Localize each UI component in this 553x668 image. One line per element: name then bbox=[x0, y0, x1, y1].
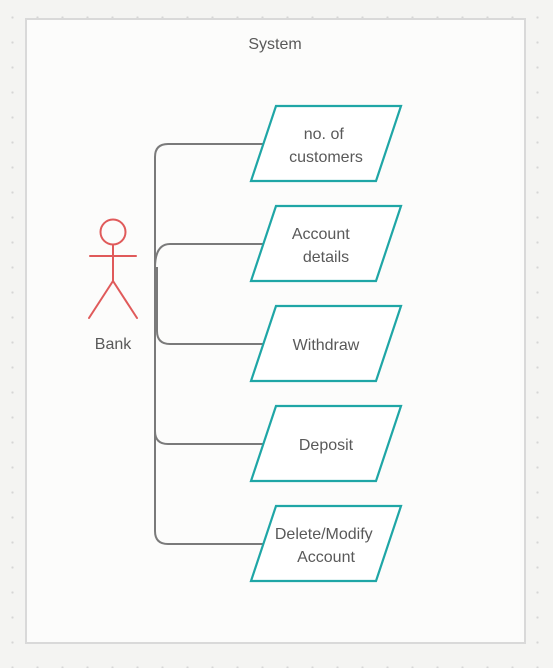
use-case-shape bbox=[249, 404, 403, 483]
connector-trunk[interactable] bbox=[154, 143, 264, 268]
use-case-shape bbox=[249, 504, 403, 583]
use-case-shape bbox=[249, 304, 403, 383]
connectors bbox=[154, 143, 264, 545]
use-case-label-line: Delete/Modify bbox=[275, 526, 373, 543]
use-case-label: Delete/Modify Account bbox=[275, 526, 377, 566]
actor-bank[interactable]: Bank bbox=[88, 218, 138, 354]
use-case-group: no. of customers Account details Withdra… bbox=[249, 104, 403, 583]
use-case-label-line: Withdraw bbox=[293, 337, 360, 354]
actor-label: Bank bbox=[95, 336, 132, 353]
connector-trunk[interactable] bbox=[154, 268, 264, 545]
stick-figure-actor-icon bbox=[88, 218, 138, 319]
use-case-label-line: no. of bbox=[304, 126, 345, 143]
use-case-withdraw[interactable]: Withdraw bbox=[249, 304, 403, 383]
use-case-label: Deposit bbox=[299, 437, 354, 454]
connector-trunk[interactable] bbox=[155, 267, 264, 345]
use-case-shape bbox=[249, 204, 403, 283]
use-case-delete-modify-account[interactable]: Delete/Modify Account bbox=[249, 504, 403, 583]
use-case-account-details[interactable]: Account details bbox=[249, 204, 403, 283]
connector-trunk[interactable] bbox=[154, 243, 264, 269]
use-case-label-line: Account bbox=[297, 549, 355, 566]
use-case-deposit[interactable]: Deposit bbox=[249, 404, 403, 483]
use-case-label: Withdraw bbox=[293, 337, 360, 354]
use-case-shape bbox=[249, 104, 403, 183]
use-case-label-line: details bbox=[303, 249, 349, 266]
use-case-label-line: Deposit bbox=[299, 437, 354, 454]
use-case-label: no. of customers bbox=[289, 126, 363, 166]
use-case-label: Account details bbox=[292, 226, 354, 266]
use-case-no-of-customers[interactable]: no. of customers bbox=[249, 104, 403, 183]
use-case-label-line: Account bbox=[292, 226, 350, 243]
use-case-label-line: customers bbox=[289, 149, 363, 166]
system-title: System bbox=[248, 36, 301, 53]
